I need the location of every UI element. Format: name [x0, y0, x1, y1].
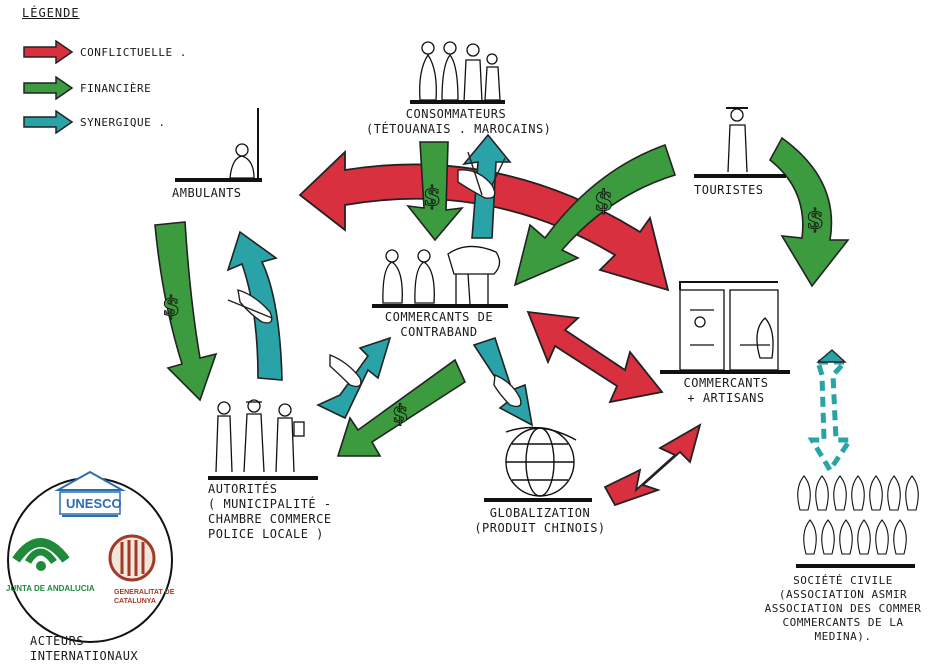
financial-arrow-ambulants-autorites: $ — [154, 221, 218, 402]
junta-andalucia-logo — [12, 538, 70, 571]
artisans-shops — [660, 281, 790, 374]
conflict-arrow-contraband-artisans — [526, 310, 664, 404]
legend-label-synergy: SYNERGIQUE . — [80, 115, 166, 129]
andalucia-logo-text: JUNTA DE ANDALUCIA — [6, 584, 95, 593]
ambulant-vendor-figure — [175, 108, 262, 182]
dollar-sign: $ — [806, 205, 824, 235]
contraband-merchants-figures — [372, 245, 508, 308]
catalunya-logo-text: GENERALITAT DE CATALUNYA — [114, 589, 175, 605]
legend-label-financial: financière — [80, 81, 152, 95]
civil-society-label: SOCIÉTÉ CIVILE (ASSOCIATION ASMIR ASSOCI… — [764, 574, 922, 643]
legend-item-synergy: SYNERGIQUE . — [22, 110, 165, 134]
legend-title: LÉGENDE — [22, 6, 80, 20]
financial-arrow-tourists-contraband: $ — [513, 143, 677, 287]
handshake-icon — [329, 353, 362, 388]
financial-arrow-tourists-artisans: $ — [768, 136, 850, 288]
dollar-sign: $ — [423, 182, 441, 212]
civil-society-crowd — [796, 475, 919, 568]
handshake-icon — [457, 151, 506, 199]
consumers-label: CONSOMMATEURS (TÉTOUANAIS . MAROCAINS) — [366, 107, 552, 136]
authorities-label: AUTORITÉS ( MUNICIPALITÉ - CHAMBRE COMME… — [208, 482, 332, 541]
conflict-arrow-globalization-artisans — [603, 423, 702, 507]
globe-icon — [484, 426, 592, 502]
legend-item-conflict: CONFLICTUELLE . — [22, 40, 187, 64]
financial-arrow-consumers-contraband: $ — [406, 141, 464, 242]
synergy-arrow-icon — [23, 110, 74, 134]
international-actors-label: ACTEURS INTERNATIONAUX — [30, 634, 139, 663]
legend-item-financial: financière — [22, 76, 151, 100]
authorities-figures — [208, 399, 318, 480]
unesco-logo — [54, 470, 126, 517]
international-actors-circle — [7, 470, 173, 643]
dollar-sign: $ — [594, 184, 613, 217]
unesco-logo-text: UNESCO — [66, 496, 122, 511]
handshake-icon — [227, 289, 273, 324]
globalization-label: GLOBALIZATION (PRODUIT CHINOIS) — [474, 506, 606, 535]
dollar-sign: $ — [162, 292, 180, 322]
artisans-label: COMMERCANTS + ARTISANS — [683, 376, 769, 405]
consumers-figures — [410, 41, 505, 104]
legend-label-conflict: CONFLICTUELLE . — [80, 45, 187, 59]
synergy-arrow-civil-society-artisans — [807, 349, 855, 475]
conflict-arrow-icon — [23, 40, 74, 64]
tourists-label: TOURISTES — [694, 183, 764, 197]
ambulants-label: AMBULANTS — [172, 186, 242, 200]
catalunya-logo — [108, 534, 156, 582]
financial-arrow-icon — [23, 76, 74, 100]
handshake-icon — [493, 373, 522, 408]
dollar-sign: $ — [392, 399, 409, 428]
financial-arrow-contraband-autorites: $ — [336, 358, 467, 457]
contraband-merchants-label: COMMERCANTS DE CONTRABAND — [384, 310, 494, 339]
tourist-figure — [694, 107, 786, 178]
